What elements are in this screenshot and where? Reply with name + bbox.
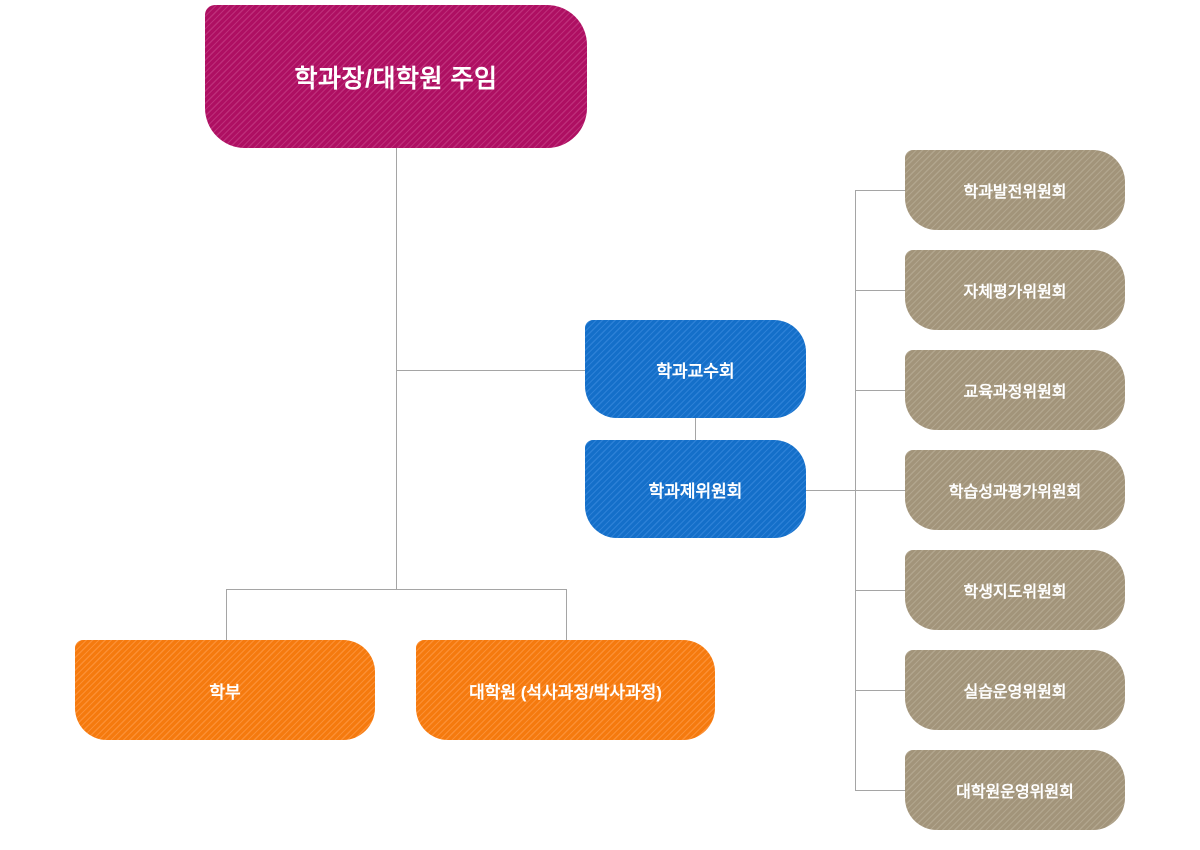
committee-node-self-evaluation: 자체평가위원회 [905, 250, 1125, 330]
dept-committee-board-node: 학과제위원회 [585, 440, 806, 538]
connector-to-grad [566, 589, 567, 640]
committee-label: 실습운영위원회 [963, 684, 1067, 701]
committee-label: 대학원운영위원회 [956, 784, 1074, 801]
connector-committee-bus [855, 190, 856, 790]
connector-to-undergrad [226, 589, 227, 640]
connector-stub-committee-1 [855, 190, 905, 191]
root-node-label: 학과장/대학원 주임 [294, 64, 498, 93]
committee-label: 교육과정위원회 [963, 384, 1067, 401]
committee-node-learning-outcomes: 학습성과평가위원회 [905, 450, 1125, 530]
root-node-department-head: 학과장/대학원 주임 [205, 5, 587, 148]
committee-label: 학과발전위원회 [963, 184, 1067, 201]
committee-node-student-guidance: 학생지도위원회 [905, 550, 1125, 630]
faculty-council-node: 학과교수회 [585, 320, 806, 418]
connector-stub-committee-7 [855, 790, 905, 791]
committee-node-development: 학과발전위원회 [905, 150, 1125, 230]
committee-label: 학습성과평가위원회 [948, 484, 1082, 501]
connector-to-faculty-council [396, 370, 585, 371]
connector-root-trunk [396, 148, 397, 589]
connector-stub-committee-5 [855, 590, 905, 591]
undergrad-program-label: 학부 [209, 682, 241, 702]
committee-node-practicum-operation: 실습운영위원회 [905, 650, 1125, 730]
connector-council-to-board [695, 418, 696, 440]
committee-label: 학생지도위원회 [963, 584, 1067, 601]
connector-stub-committee-6 [855, 690, 905, 691]
faculty-council-label: 학과교수회 [656, 361, 735, 381]
committee-node-curriculum: 교육과정위원회 [905, 350, 1125, 430]
grad-program-label: 대학원 (석사과정/박사과정) [469, 682, 662, 702]
undergrad-program-node: 학부 [75, 640, 375, 740]
connector-stub-committee-2 [855, 290, 905, 291]
connector-programs-crossbar [226, 589, 567, 590]
connector-stub-committee-3 [855, 390, 905, 391]
committee-node-graduate-operation: 대학원운영위원회 [905, 750, 1125, 830]
committee-label: 자체평가위원회 [963, 284, 1067, 301]
grad-program-node: 대학원 (석사과정/박사과정) [416, 640, 715, 740]
dept-committee-board-label: 학과제위원회 [648, 481, 743, 501]
